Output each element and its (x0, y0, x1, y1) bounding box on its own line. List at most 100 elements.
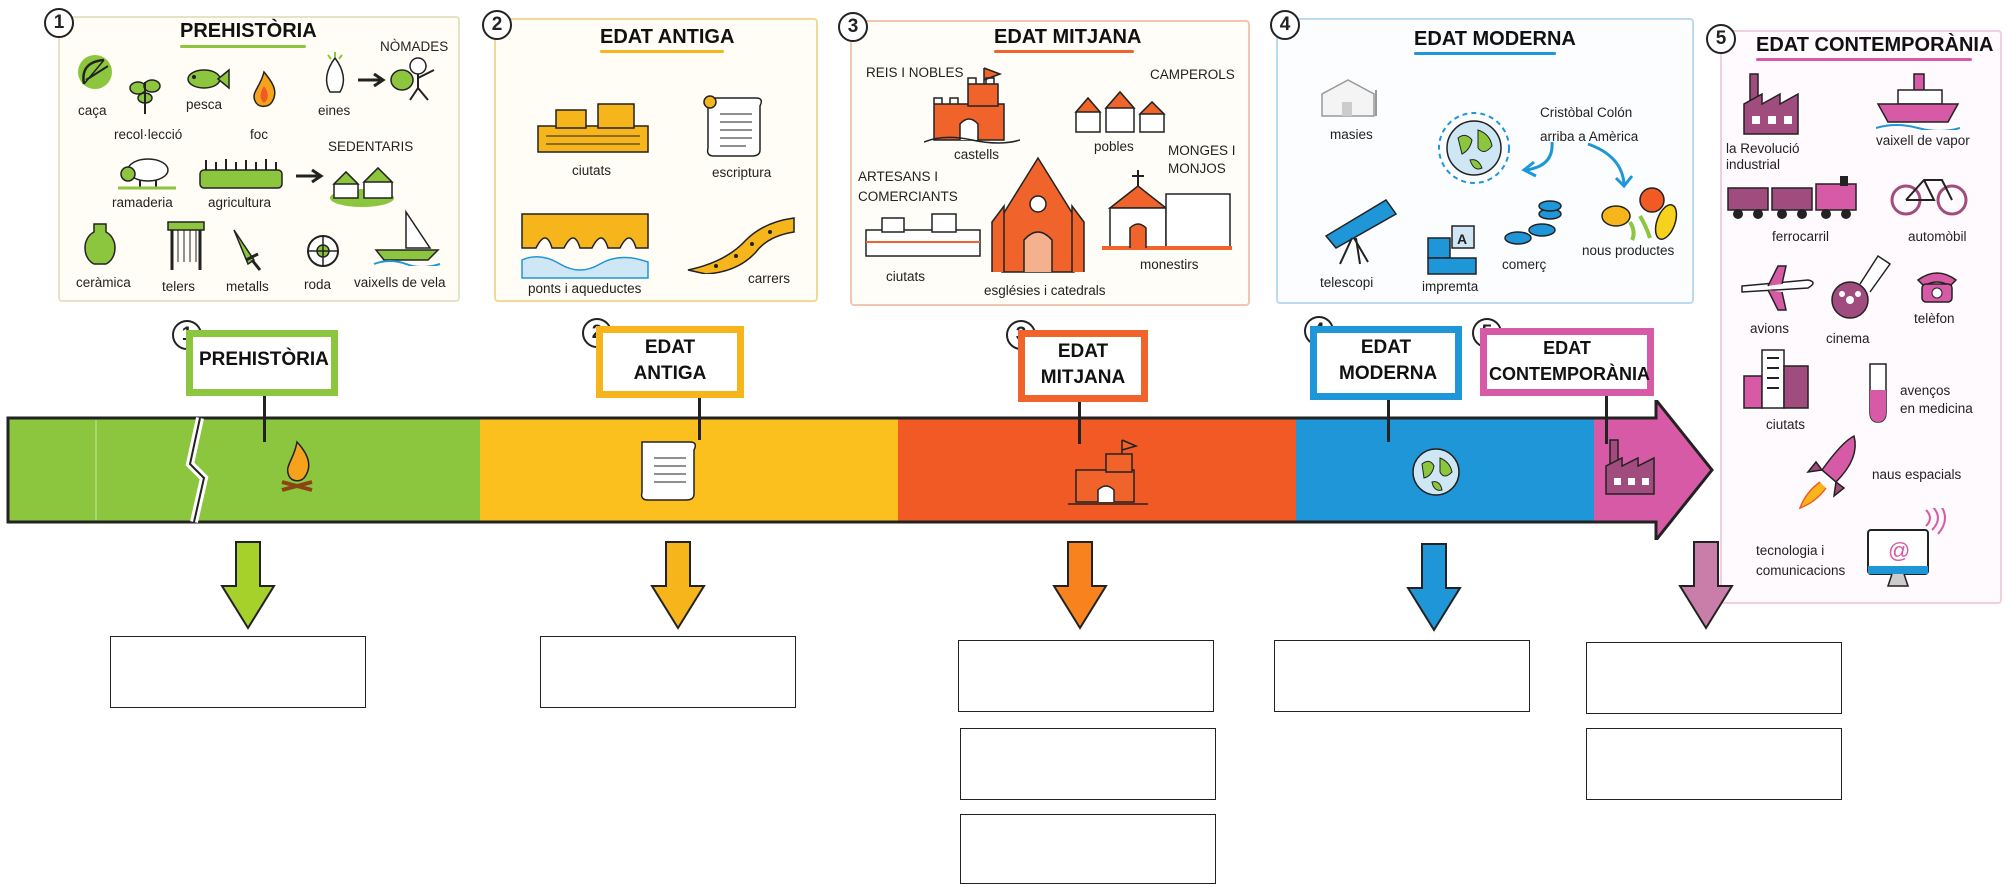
item-label: roda (304, 277, 332, 292)
down-arrow (1052, 540, 1108, 635)
castle-icon (1068, 436, 1148, 506)
road-icon (686, 214, 796, 274)
film-reel-icon (1828, 252, 1892, 324)
aqueduct-icon (520, 208, 650, 280)
stone-tool-icon (322, 52, 348, 96)
plant-icon (128, 72, 162, 116)
globe-icon (1436, 110, 1512, 186)
item-label: ramaderia (112, 195, 173, 210)
bow-arrow-icon (76, 52, 114, 92)
wheel-icon (306, 234, 340, 268)
down-arrow (650, 540, 706, 635)
steamship-icon (1876, 70, 1960, 130)
period-label-edat-antiga: EDAT ANTIGA (596, 326, 744, 398)
factory-icon (1742, 70, 1808, 136)
curved-arrows-icon (1512, 136, 1642, 206)
sheep-icon (116, 152, 178, 190)
item-label: carrers (748, 271, 791, 286)
coins-icon (1502, 194, 1566, 250)
item-label: COMERCIANTS (858, 189, 958, 204)
item-label: telers (162, 279, 196, 294)
period-label-edat-mitjana: EDAT MITJANA (1018, 330, 1148, 402)
answer-box-edat-antiga[interactable] (540, 636, 796, 708)
timeline-bar (0, 395, 1720, 545)
farmhouse-icon (1318, 76, 1380, 118)
answer-box-edat-mitjana[interactable] (958, 640, 1214, 712)
telescope-icon (1316, 190, 1406, 266)
medieval-city-icon (862, 210, 984, 260)
item-label: masies (1330, 127, 1373, 142)
item-label: metalls (226, 279, 269, 294)
item-label: CAMPEROLS (1150, 67, 1235, 82)
test-tube-icon (1860, 360, 1896, 426)
item-label: ferrocarril (1772, 229, 1830, 244)
answer-box-edat-contemporania[interactable] (1586, 728, 1842, 800)
bicycle-icon (1890, 168, 1970, 218)
rocket-icon (1796, 432, 1862, 512)
campfire-icon (278, 438, 316, 492)
item-label: telescopi (1320, 275, 1374, 290)
item-label: MONJOS (1168, 161, 1226, 176)
scroll-icon (700, 92, 770, 158)
item-label: ponts i aqueductes (528, 281, 642, 296)
svg-text:A: A (1457, 231, 1467, 247)
nomad-person-icon (388, 56, 442, 102)
panel-number: 3 (838, 12, 868, 42)
item-label: arriba a Amèrica (1540, 129, 1639, 144)
item-label: ciutats (1766, 417, 1806, 432)
item-label: SEDENTARIS (328, 139, 414, 154)
factory-icon (1604, 436, 1662, 496)
item-label: vaixell de vapor (1876, 133, 1970, 148)
arrow-right-icon (294, 168, 324, 184)
item-label: comerç (1502, 257, 1547, 272)
item-label: Cristòbal Colón (1540, 105, 1633, 120)
item-label: en medicina (1900, 401, 1973, 416)
item-label: ceràmica (76, 275, 131, 290)
vegetables-icon (1596, 182, 1682, 242)
item-label: foc (250, 127, 269, 142)
item-label: impremta (1422, 279, 1479, 294)
item-label: industrial (1726, 157, 1781, 172)
item-label: naus espacials (1872, 467, 1962, 482)
panel-number: 5 (1706, 24, 1736, 54)
item-label: pobles (1094, 139, 1134, 154)
down-arrow (220, 540, 276, 635)
svg-text:@: @ (1888, 538, 1910, 563)
item-label: avions (1750, 321, 1790, 336)
panel-number: 4 (1270, 10, 1300, 40)
fish-icon (184, 66, 230, 92)
item-label: MONGES I (1168, 143, 1236, 158)
item-label: automòbil (1908, 229, 1967, 244)
panel-number: 2 (482, 10, 512, 40)
panel-title: PREHISTÒRIA (180, 20, 317, 42)
answer-box-edat-contemporania[interactable] (1586, 642, 1842, 714)
item-label: esglésies i catedrals (984, 283, 1106, 298)
sailboat-icon (372, 208, 442, 266)
arrow-right-icon (356, 72, 386, 88)
down-arrow (1678, 540, 1734, 635)
answer-box-edat-moderna[interactable] (1274, 640, 1530, 712)
item-label: avenços (1900, 383, 1951, 398)
crops-icon (198, 156, 284, 190)
fire-icon (248, 70, 280, 110)
printing-press-icon: A (1424, 224, 1480, 276)
loom-icon (164, 218, 208, 272)
airplane-icon (1738, 264, 1818, 314)
cathedral-icon (990, 156, 1086, 274)
period-label-edat-moderna: EDAT MODERNA (1310, 326, 1462, 400)
answer-box-edat-mitjana[interactable] (960, 728, 1216, 800)
down-arrow (1406, 542, 1462, 637)
answer-box-prehistoria[interactable] (110, 636, 366, 708)
dagger-icon (230, 226, 264, 272)
item-label: recol·lecció (114, 127, 183, 142)
item-label: ciutats (886, 269, 926, 284)
item-label: la Revolució (1726, 141, 1800, 156)
train-icon (1726, 176, 1866, 220)
item-label: pesca (186, 97, 223, 112)
item-label: ARTESANS I (858, 169, 939, 184)
answer-box-edat-mitjana[interactable] (960, 814, 1216, 884)
item-label: monestirs (1140, 257, 1199, 272)
pottery-icon (80, 222, 120, 266)
globe-icon (1410, 446, 1462, 498)
item-label: tecnologia i (1756, 543, 1825, 558)
